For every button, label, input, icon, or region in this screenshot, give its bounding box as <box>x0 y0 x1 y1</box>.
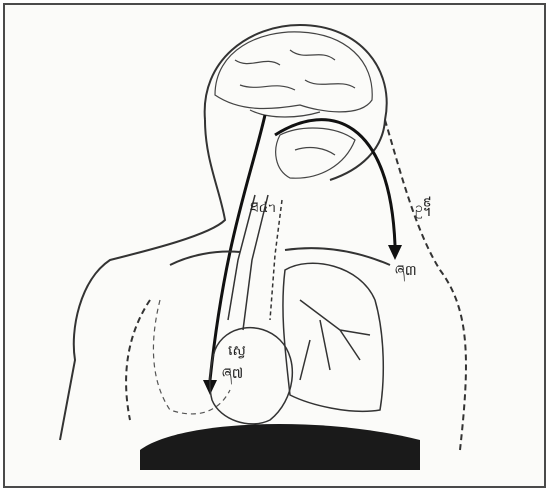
right-shoulder <box>385 120 466 450</box>
label-neck: ཐ៤ᥐ <box>250 200 276 216</box>
back-of-neck <box>60 120 225 440</box>
nasal-cavity <box>276 128 355 178</box>
label-heart-upper: ស្វេ <box>228 343 246 359</box>
clavicles <box>170 248 390 265</box>
label-shoulder-right: ཞ៣ <box>395 263 417 282</box>
right-lung <box>283 263 383 411</box>
diaphragm <box>140 424 420 470</box>
arrow-left-down <box>210 115 265 380</box>
label-top-right: ဥ᧩ <box>415 196 432 218</box>
label-heart-lower: ཞ៧ <box>222 366 243 385</box>
head-outline <box>205 25 387 180</box>
left-shoulder-dash <box>126 300 150 420</box>
arrow-top-right <box>275 120 395 245</box>
